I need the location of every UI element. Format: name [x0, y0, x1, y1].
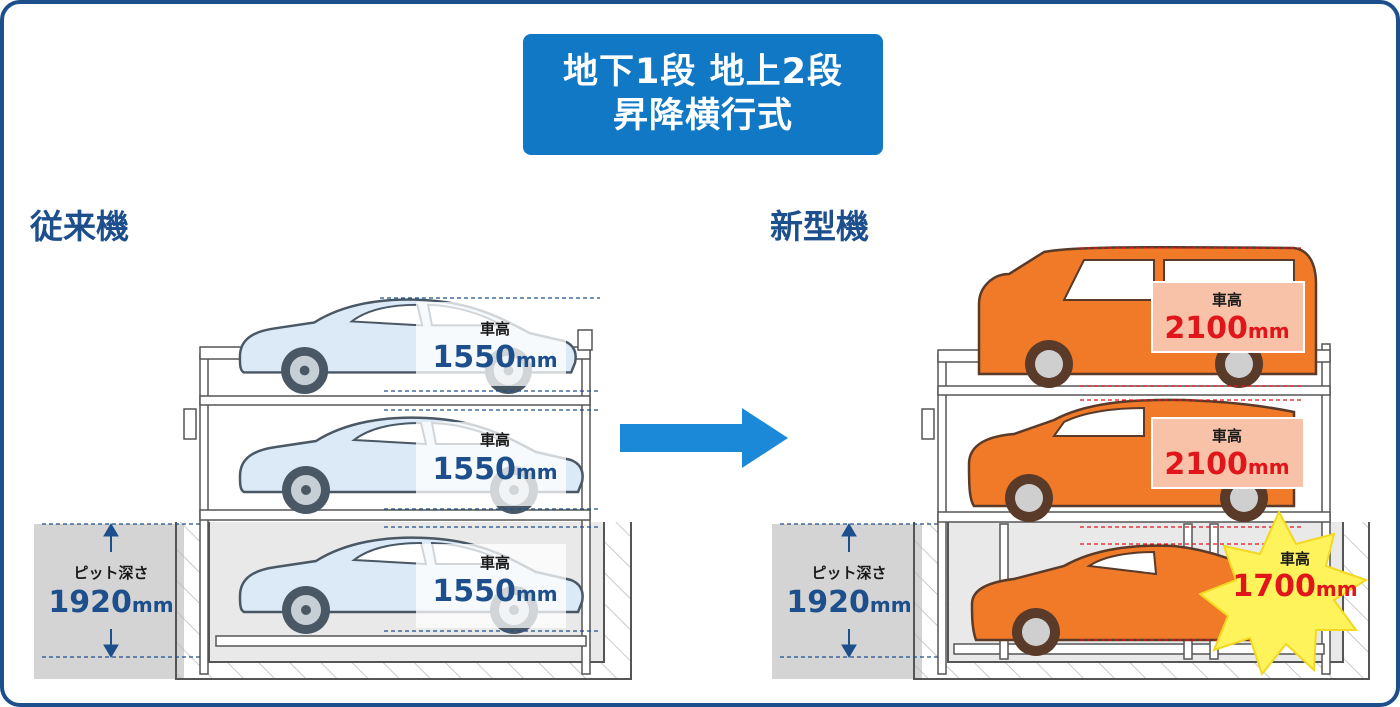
old-middle-label: 車高 [479, 431, 510, 449]
transition-arrow [620, 408, 788, 468]
label-new-machine: 新型機 [770, 207, 869, 246]
old-upper-height: 1550mm [432, 340, 558, 375]
label-old-machine: 従来機 [30, 207, 129, 246]
old-lower-label: 車高 [479, 554, 510, 572]
old-pit-depth: 1920mm [48, 585, 174, 620]
old-pit-label: ピット深さ [73, 564, 149, 582]
new-pit-label: ピット深さ [811, 564, 887, 582]
highlight-panel-middle [1151, 417, 1305, 489]
sedan-illustration [970, 544, 1306, 656]
old-middle-height: 1550mm [432, 452, 558, 487]
title-line2: 昇降横行式 [612, 96, 793, 136]
new-upper-height: 2100mm [1164, 311, 1290, 346]
new-pit-depth: 1920mm [786, 585, 912, 620]
highlight-panel-upper [1151, 281, 1305, 353]
old-upper-label: 車高 [479, 320, 510, 338]
highlight-burst [1198, 509, 1369, 677]
old-lower-height: 1550mm [432, 574, 558, 609]
new-lower-height: 1700mm [1232, 569, 1358, 604]
new-middle-height: 2100mm [1164, 447, 1290, 482]
title-line1: 地下1段 地上2段 [563, 52, 843, 92]
new-upper-label: 車高 [1211, 291, 1242, 309]
left-machine-illustration [34, 245, 1370, 680]
new-lower-label: 車高 [1279, 550, 1310, 568]
new-middle-label: 車高 [1211, 427, 1242, 445]
title-box: 地下1段 地上2段 昇降横行式 [523, 34, 883, 155]
